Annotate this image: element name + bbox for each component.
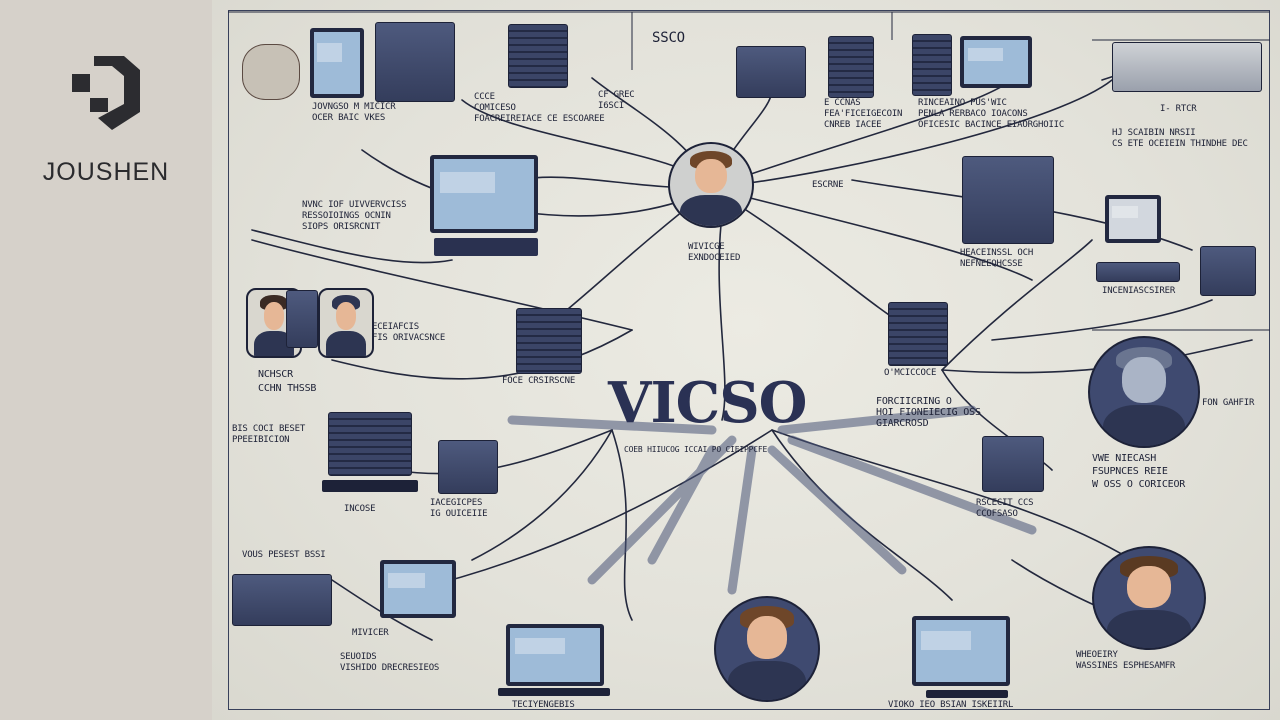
node-label: VWE NIECASH FSUPNCES REIE W OSS O CORICE…	[1092, 453, 1186, 490]
network-diagram: VICSO SSCO JOVNGSO M MICICR OCER BAIC VK…	[212, 0, 1280, 720]
diagram-frame	[228, 10, 1270, 710]
node-label: WIVICGE EXNDOCEIED	[688, 242, 741, 263]
node-label: BIS COCI BESET PPEEIBICION	[232, 424, 306, 445]
node-label: VOUS PESEST BSSI	[242, 550, 326, 560]
brand-name: JOUSHEN	[42, 158, 170, 186]
node-label: JOVNGSO M MICICR OCER BAIC VKES	[312, 102, 396, 123]
node-label: VIOKO IEO BSIAN ISKEIIRL	[888, 700, 1014, 710]
keyboard-icon	[498, 688, 610, 696]
node-label: E CCNAS FEA'FICEIGECOIN CNREB IACEE	[824, 98, 903, 130]
node-label: FORCIICRING O HOI FIONEIECIG OSS GIARCRO…	[876, 396, 981, 429]
node-label: HJ SCAIBIN NRSII CS ETE OCEIEIN THINDHE …	[1112, 128, 1248, 149]
server-icon	[375, 22, 455, 102]
server-rack-icon	[912, 34, 952, 96]
laptop-icon	[506, 624, 604, 686]
top-title: SSCO	[652, 30, 685, 46]
connection-lines	[228, 11, 1270, 641]
node-label: COEB HIIUCOG ICCAI PO CIEIPPCFE	[624, 445, 768, 454]
node-label: IACEGICPES IG OUICEIIE	[430, 498, 488, 519]
node-label: RSCECIT CCS CCOFSASO	[976, 498, 1034, 519]
node-label: RINCEAINO PUS'WIC PENLA RERBACO IOACONS …	[918, 98, 1065, 130]
server-tower-icon	[508, 24, 568, 88]
laptop-icon	[1105, 195, 1161, 243]
keyboard-icon	[434, 238, 538, 256]
printer-icon	[516, 308, 582, 374]
printer-icon	[232, 574, 332, 626]
desktop-monitor-icon	[912, 616, 1010, 686]
joushen-logo-icon	[72, 56, 140, 130]
user-portrait-icon	[1092, 546, 1206, 650]
node-label: CCCE COMICESO FOACREIREIACE CE ESCOAREE	[474, 92, 605, 124]
printer-icon	[888, 302, 948, 366]
node-label: FOCE CRSIRSCNE	[502, 376, 576, 386]
engineer-avatar-icon	[668, 142, 754, 228]
phone-icon	[286, 290, 318, 348]
node-label: INCOSE	[344, 504, 376, 514]
node-label: TECIYENGEBIS	[512, 700, 575, 710]
server-icon	[962, 156, 1054, 244]
printer-icon	[736, 46, 806, 98]
node-label: WHEOEIRY WASSINES ESPHESAMFR	[1076, 650, 1176, 671]
server-rack-icon	[328, 412, 412, 476]
sidebar: JOUSHEN	[0, 0, 212, 720]
network-node-avatar-icon	[1088, 336, 1200, 448]
node-label: I- RTCR	[1160, 104, 1197, 114]
node-label: HEACEINSSL OCH NEFNEEQHCSSE	[960, 248, 1034, 269]
book-stack-icon	[242, 44, 300, 100]
monitor-icon	[310, 28, 364, 98]
node-label: O'MCICCOCE	[884, 368, 937, 378]
desktop-monitor-icon	[380, 560, 456, 618]
switch-icon	[1096, 262, 1180, 282]
server-rack-icon	[828, 36, 874, 98]
desktop-monitor-icon	[430, 155, 538, 233]
node-label: FON GAHFIR	[1202, 398, 1255, 408]
support-agent-avatar-icon	[714, 596, 820, 702]
monitor-icon	[960, 36, 1032, 88]
router-icon	[1200, 246, 1256, 296]
server-icon	[438, 440, 498, 494]
keyboard-icon	[322, 480, 418, 492]
keyboard-icon	[926, 690, 1008, 698]
node-label: INCENIASCSIRER	[1102, 286, 1176, 296]
technician-avatar-icon	[318, 288, 374, 358]
node-label: NVNC IOF UIVVERVCISS RESSOIOINGS OCNIN S…	[302, 200, 407, 232]
node-label: SEUOIDS VISHIDO DRECRESIEOS	[340, 652, 440, 673]
center-title: VICSO	[608, 370, 807, 436]
node-label: ECEIAFCIS FIS ORIVACSNCE	[372, 322, 446, 343]
node-label: MIVICER	[352, 628, 389, 638]
node-label: ESCRNE	[812, 180, 844, 190]
server-icon	[982, 436, 1044, 492]
node-label: NCHSCR CCHN THSSB	[258, 369, 317, 394]
node-label: CF GREC I6SCI	[598, 90, 635, 111]
workstation-icon	[1112, 42, 1262, 92]
